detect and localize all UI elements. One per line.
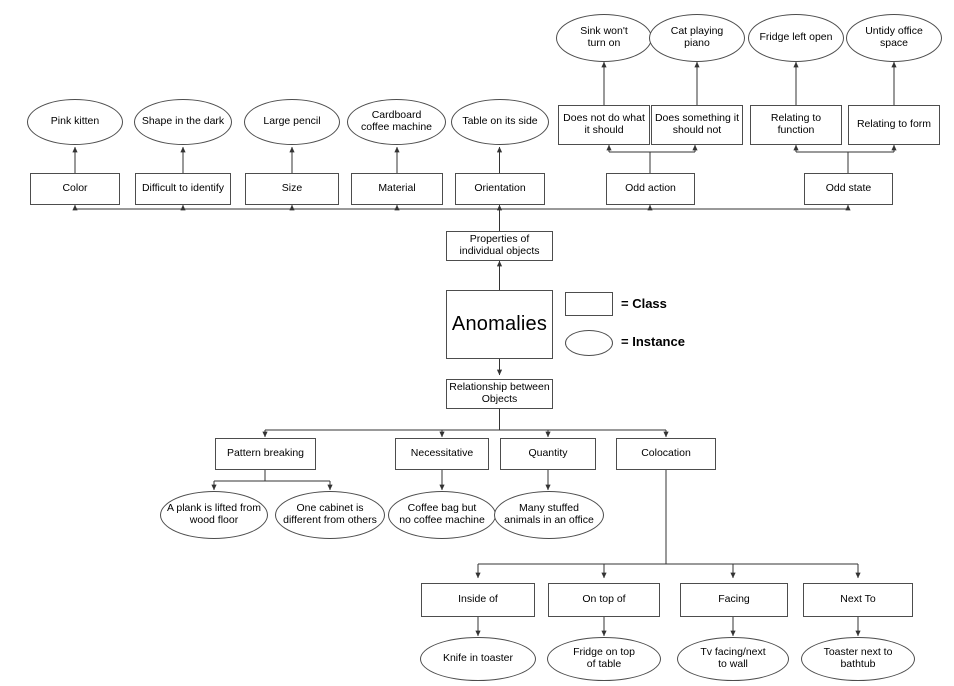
instance-large-pencil[interactable]: Large pencil (244, 99, 340, 145)
instance-fridge-left-open[interactable]: Fridge left open (748, 14, 844, 62)
class-properties-of-individual-objects[interactable]: Properties of individual objects (446, 231, 553, 261)
class-necessitative[interactable]: Necessitative (395, 438, 489, 470)
instance-cardboard-coffee-machine[interactable]: Cardboard coffee machine (347, 99, 446, 145)
class-odd-action[interactable]: Odd action (606, 173, 695, 205)
instance-table-on-its-side[interactable]: Table on its side (451, 99, 549, 145)
class-odd-state[interactable]: Odd state (804, 173, 893, 205)
legend-instance-swatch (565, 330, 613, 356)
instance-untidy-office-space[interactable]: Untidy office space (846, 14, 942, 62)
class-colocation[interactable]: Colocation (616, 438, 716, 470)
class-color[interactable]: Color (30, 173, 120, 205)
class-relating-to-function[interactable]: Relating to function (750, 105, 842, 145)
instance-fridge-on-top-of-table[interactable]: Fridge on top of table (547, 637, 661, 681)
instance-cat-playing-piano[interactable]: Cat playing piano (649, 14, 745, 62)
class-orientation[interactable]: Orientation (455, 173, 545, 205)
class-difficult-to-identify[interactable]: Difficult to identify (135, 173, 231, 205)
class-does-something-it-should-not[interactable]: Does something it should not (651, 105, 743, 145)
class-on-top-of[interactable]: On top of (548, 583, 660, 617)
legend-class-label: = Class (621, 296, 667, 311)
instance-sink-wont-turn-on[interactable]: Sink won't turn on (556, 14, 652, 62)
instance-plank-lifted-from-wood-floor[interactable]: A plank is lifted from wood floor (160, 491, 268, 539)
class-does-not-do-what-it-should[interactable]: Does not do what it should (558, 105, 650, 145)
instance-tv-facing-next-to-wall[interactable]: Tv facing/next to wall (677, 637, 789, 681)
instance-coffee-bag-but-no-coffee-machine[interactable]: Coffee bag but no coffee machine (388, 491, 496, 539)
class-inside-of[interactable]: Inside of (421, 583, 535, 617)
instance-knife-in-toaster[interactable]: Knife in toaster (420, 637, 536, 681)
class-relating-to-form[interactable]: Relating to form (848, 105, 940, 145)
instance-many-stuffed-animals-in-an-office[interactable]: Many stuffed animals in an office (494, 491, 604, 539)
instance-pink-kitten[interactable]: Pink kitten (27, 99, 123, 145)
class-size[interactable]: Size (245, 173, 339, 205)
class-next-to[interactable]: Next To (803, 583, 913, 617)
instance-shape-in-the-dark[interactable]: Shape in the dark (134, 99, 232, 145)
class-quantity[interactable]: Quantity (500, 438, 596, 470)
class-relationship-between-objects[interactable]: Relationship between Objects (446, 379, 553, 409)
legend-instance-label: = Instance (621, 334, 685, 349)
class-pattern-breaking[interactable]: Pattern breaking (215, 438, 316, 470)
instance-one-cabinet-different-from-others[interactable]: One cabinet is different from others (275, 491, 385, 539)
instance-toaster-next-to-bathtub[interactable]: Toaster next to bathtub (801, 637, 915, 681)
class-facing[interactable]: Facing (680, 583, 788, 617)
legend-class-swatch (565, 292, 613, 316)
class-material[interactable]: Material (351, 173, 443, 205)
root-node-anomalies[interactable]: Anomalies (446, 290, 553, 359)
